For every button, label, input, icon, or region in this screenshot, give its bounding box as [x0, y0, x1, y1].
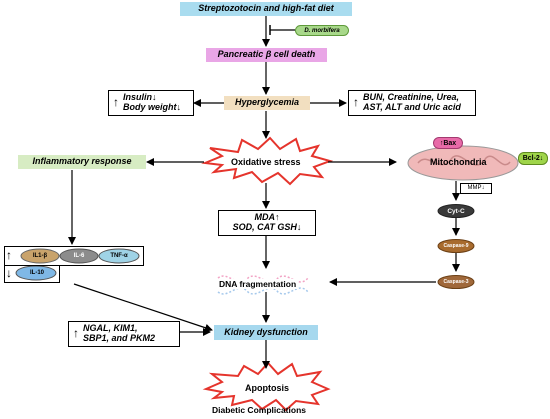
dmorbifera-pill: D. morbifera	[295, 25, 349, 36]
cytc-label-wrap: Cyt-C	[438, 205, 474, 217]
tnf-label-wrap: TNF-α	[100, 250, 138, 262]
stz-hfd-box: Streptozotocin and high-fat diet	[180, 2, 352, 16]
tnf-pill-shape	[98, 248, 140, 264]
inflammatory-label: Inflammatory response	[32, 156, 132, 167]
bax-label: Bax	[443, 139, 457, 147]
oxidative-stress-label: Oxidative stress	[231, 157, 301, 167]
ngal-box: ↑ NGAL, KIM1, SBP1, and PKM2	[68, 321, 180, 347]
caspase9-pill-shape	[437, 239, 475, 253]
caspase3-label-wrap: Caspase-3	[438, 276, 474, 288]
caspase3-label: Caspase-3	[443, 279, 469, 285]
bun-up-arrow: ↑	[353, 95, 359, 110]
inflammatory-box: Inflammatory response	[18, 155, 146, 169]
bcl2-label: Bcl-2↓	[522, 155, 544, 162]
caspase9-label: Caspase-9	[443, 243, 469, 249]
pancreatic-label: Pancreatic β cell death	[217, 49, 316, 60]
il6-label-wrap: IL-6	[61, 250, 97, 262]
mitochondria-icon	[407, 145, 519, 181]
bcl2-badge: Bcl-2↓	[518, 152, 548, 165]
bax-up-arrow: ↑	[439, 139, 444, 147]
il10-label: IL-10	[29, 270, 44, 276]
insulin-line-2: Body weight↓	[123, 102, 181, 112]
il10-label-wrap: IL-10	[18, 267, 56, 279]
tnf-label: TNF-α	[110, 253, 128, 259]
stz-hfd-label: Streptozotocin and high-fat diet	[198, 3, 334, 14]
diabetic-complications-label: Diabetic Complications	[212, 405, 306, 415]
mda-box: MDA↑ SOD, CAT GSH↓	[218, 210, 316, 236]
cytokines-up-arrow: ↑	[6, 248, 12, 262]
ngal-line-1: NGAL, KIM1,	[83, 323, 138, 334]
mmp-label: MMP↓	[467, 185, 485, 192]
dmorbifera-label: D. morbifera	[304, 27, 340, 34]
cytc-pill-shape	[437, 204, 475, 218]
mda-line-2: SOD, CAT GSH↓	[232, 222, 302, 232]
caspase9-label-wrap: Caspase-9	[438, 240, 474, 252]
ngal-line-2: SBP1, and PKM2	[83, 333, 156, 343]
cytc-label: Cyt-C	[447, 207, 465, 215]
bun-line-1: BUN, Creatinine, Urea,	[363, 92, 460, 103]
pancreatic-box: Pancreatic β cell death	[206, 48, 327, 62]
arrow-cytokines-to-kidney	[73, 283, 213, 332]
caspase3-pill-shape	[437, 275, 475, 289]
kidney-dysfunction-label: Kidney dysfunction	[224, 326, 308, 337]
il10-box	[4, 265, 60, 283]
il6-label: IL-6	[73, 253, 85, 259]
hyperglycemia-box: Hyperglycemia	[224, 96, 310, 110]
insulin-line-1: Insulin↓	[123, 92, 157, 103]
insulin-up-arrow: ↑	[113, 95, 119, 110]
bun-line-2: AST, ALT and Uric acid	[363, 102, 461, 112]
mda-line-1: MDA↑	[254, 212, 280, 223]
ngal-up-arrow: ↑	[73, 326, 79, 341]
il1-label: IL1-β	[32, 253, 48, 259]
bun-box: ↑ BUN, Creatinine, Urea, AST, ALT and Ur…	[348, 90, 476, 116]
bax-badge: ↑Bax	[433, 137, 463, 149]
apoptosis-label: Apoptosis	[245, 383, 289, 393]
apoptosis-burst	[202, 361, 331, 412]
cytokines-box	[4, 246, 144, 266]
mitochondria-label: Mitochondria	[430, 157, 487, 167]
kidney-dysfunction-box: Kidney dysfunction	[214, 325, 318, 340]
hyperglycemia-label: Hyperglycemia	[234, 97, 300, 108]
il1-label-wrap: IL1-β	[22, 250, 58, 262]
dna-fragmentation-label: DNA fragmentation	[218, 279, 298, 289]
mmp-box: MMP↓	[460, 183, 492, 194]
oxidative-stress-burst	[201, 136, 334, 186]
il1-pill-shape	[20, 248, 60, 264]
il10-pill-shape	[15, 265, 57, 281]
il6-pill-shape	[59, 248, 99, 264]
insulin-box: ↑ Insulin↓ Body weight↓	[108, 90, 194, 116]
il10-down-arrow: ↓	[6, 266, 12, 280]
